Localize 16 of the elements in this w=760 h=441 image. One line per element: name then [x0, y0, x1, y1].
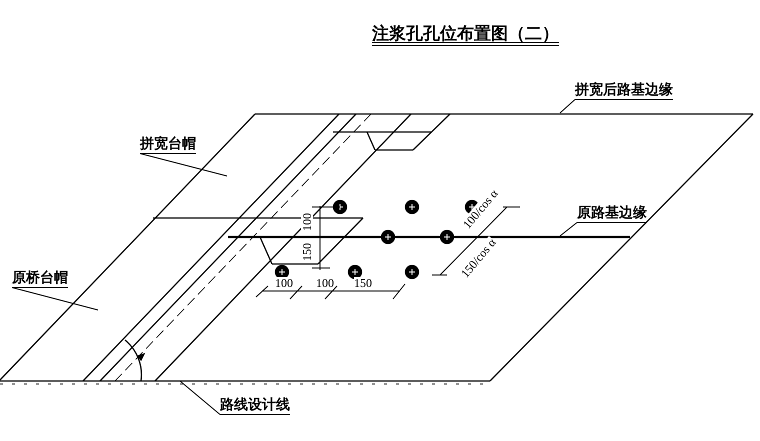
callout-label: 原路基边缘: [577, 205, 647, 223]
callout-label: 原桥台帽: [12, 270, 68, 288]
leader-line: [180, 380, 220, 415]
callout-label: 路线设计线: [220, 397, 290, 415]
leader-line: [140, 153, 228, 176]
diagram-title: 注浆孔孔位布置图（二）: [372, 24, 559, 44]
dimension-text: 150: [354, 277, 372, 289]
dimension-text: 150: [301, 243, 313, 261]
callout-label: 拼宽后路基边缘: [575, 82, 673, 100]
dimension-text: 100: [316, 277, 334, 289]
dimension-text: 100: [301, 213, 313, 231]
leader-line: [560, 222, 578, 236]
leader-line: [12, 287, 98, 310]
leader-line: [560, 99, 576, 114]
callout-label: 拼宽台帽: [140, 136, 196, 154]
dimension-text: 100: [275, 277, 293, 289]
